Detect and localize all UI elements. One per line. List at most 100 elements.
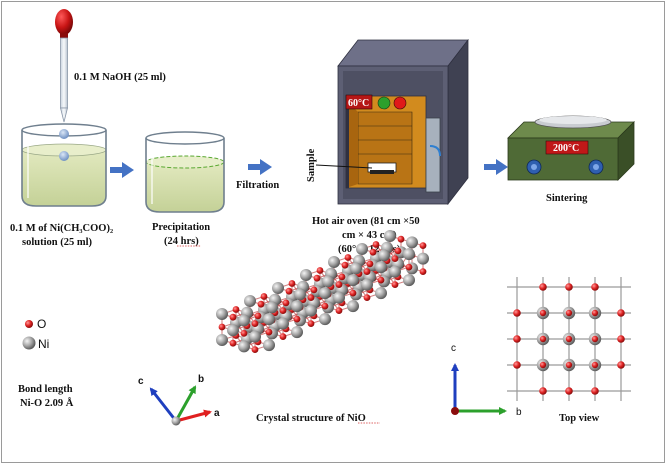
nickel-atom	[249, 330, 261, 343]
nickel-atom	[378, 249, 390, 262]
oxygen-atom	[344, 254, 352, 261]
oxygen-atom	[539, 361, 547, 369]
oxygen-atom	[591, 387, 599, 395]
nickel-atom	[277, 317, 289, 330]
oxygen-atom	[307, 294, 315, 301]
oxygen-atom	[397, 235, 405, 243]
nickel-atom	[300, 269, 312, 281]
oxygen-atom	[240, 330, 248, 337]
oxygen-atom	[419, 268, 427, 275]
oxygen-atom	[310, 286, 318, 294]
oxygen-atom	[617, 361, 625, 369]
oxygen-atom	[391, 281, 399, 288]
nickel-atom	[244, 295, 256, 307]
nickel-atom	[417, 252, 429, 265]
nickel-atom	[238, 340, 250, 353]
nickel-atom	[272, 282, 284, 294]
oven-label-line3: (60°C, 12 hrs)	[338, 244, 401, 255]
flow-arrow-icon	[484, 159, 508, 175]
oxygen-atom	[377, 276, 385, 284]
nickel-atom	[216, 308, 228, 320]
oxygen-atom	[539, 309, 547, 317]
oxygen-atom	[218, 323, 226, 331]
nickel-atom	[319, 287, 331, 300]
indicator-light-green	[377, 96, 391, 110]
oxygen-atom	[260, 293, 268, 300]
crystal-caption: Crystal structure of NiO	[256, 413, 366, 424]
oxygen-atom	[282, 299, 290, 307]
oxygen-atom	[419, 242, 427, 250]
nickel-atom	[403, 274, 415, 287]
nickel-atom	[375, 261, 387, 274]
nickel-atom	[350, 262, 362, 275]
sample-label: Sample	[306, 148, 317, 182]
nickel-atom	[266, 301, 278, 314]
oxygen-atom	[539, 387, 547, 395]
oxygen-atom	[232, 306, 240, 313]
oxygen-atom	[394, 247, 402, 255]
nickel-atom	[389, 265, 401, 278]
oxygen-atom	[539, 335, 547, 343]
oven-label-line2: cm × 43 cm)	[342, 230, 397, 241]
nickel-atom	[347, 300, 359, 313]
precipitation-duration: (24 hrs)	[164, 236, 199, 247]
indicator-light-red	[393, 96, 407, 110]
oxygen-atom	[513, 361, 521, 369]
oxygen-atom	[617, 309, 625, 317]
nickel-atom	[216, 334, 228, 346]
top-view-lattice	[507, 277, 631, 401]
axis-c-label: c	[138, 376, 144, 387]
hotplate-temp-display	[545, 140, 589, 155]
nickel-atom	[347, 274, 359, 287]
oxygen-atom	[565, 361, 573, 369]
nickel-atom	[319, 313, 331, 326]
oxygen-atom	[307, 320, 315, 327]
oxygen-atom	[591, 335, 599, 343]
oxygen-atom	[366, 260, 374, 268]
oxygen-atom	[565, 309, 573, 317]
nickel-atom	[263, 339, 275, 352]
oxygen-atom	[285, 287, 293, 295]
dropper-label: 0.1 M NaOH (25 ml)	[74, 72, 166, 83]
oxygen-atom	[565, 283, 573, 291]
nickel-atom	[227, 324, 239, 337]
axis-2d-c-label: c	[451, 343, 456, 354]
oxygen-atom	[539, 283, 547, 291]
nickel-atom	[384, 230, 396, 242]
nickel-atom	[291, 326, 303, 339]
nickel-atom	[305, 304, 317, 317]
precipitation-label: Precipitation	[152, 222, 210, 233]
nickel-atom	[375, 287, 387, 300]
solution-label-line2: solution (25 ml)	[22, 237, 93, 248]
oxygen-atom-icon	[25, 320, 33, 328]
oxygen-atom	[257, 300, 265, 308]
nickel-atom	[263, 313, 275, 326]
axis-a-label: a	[214, 408, 220, 419]
oven-label-line1: Hot air oven (81 cm ×50	[312, 216, 420, 227]
oxygen-atom	[363, 294, 371, 301]
oxygen-atom	[391, 255, 399, 262]
oxygen-atom	[321, 302, 329, 310]
oxygen-atom	[251, 346, 259, 353]
hot-air-oven-icon	[337, 38, 469, 206]
drop-icon	[59, 129, 69, 139]
filtration-label: Filtration	[236, 180, 279, 191]
sample-pointer	[315, 164, 373, 169]
dropper-icon	[55, 9, 73, 123]
oxygen-atom	[513, 335, 521, 343]
axes-3d	[149, 385, 212, 426]
nickel-atom	[403, 248, 415, 261]
sintering-label: Sintering	[546, 193, 588, 204]
solution-label-line1: 0.1 M of Ni(CH₃COO)₂	[10, 223, 113, 234]
oxygen-atom	[265, 328, 273, 336]
oxygen-atom	[591, 309, 599, 317]
oxygen-atom	[313, 274, 321, 282]
oven-temp-display	[345, 94, 373, 110]
oxygen-atom	[591, 361, 599, 369]
oxygen-atom	[617, 335, 625, 343]
flow-arrow-icon	[248, 159, 272, 175]
oxygen-atom	[229, 339, 237, 347]
